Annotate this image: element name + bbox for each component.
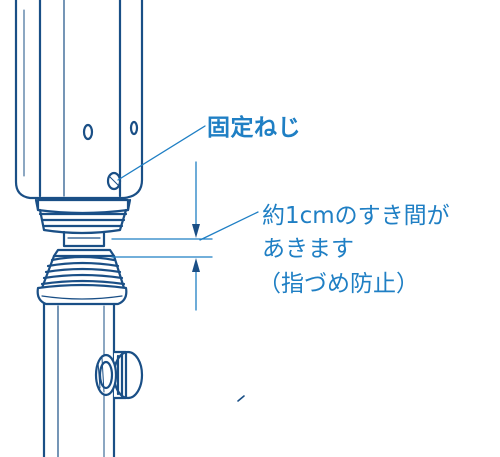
fixing-screw-label: 固定ねじ xyxy=(207,115,301,141)
gap-note-line1: 約1cmのすき間が xyxy=(262,203,450,229)
gap-note-line2: あきます xyxy=(262,236,354,262)
fixing-screw xyxy=(106,171,122,191)
gap-note-line3: （指づめ防止） xyxy=(258,271,419,297)
upper-collar xyxy=(34,198,132,235)
collar-ring xyxy=(36,283,128,306)
upper-tube xyxy=(14,0,144,200)
lower-collar xyxy=(40,248,126,290)
gap-leader-line xyxy=(199,211,259,241)
arrow-down-icon xyxy=(192,224,200,238)
screw-leader-line xyxy=(117,125,206,181)
gap-neck xyxy=(62,230,106,248)
arrow-up-icon xyxy=(192,258,200,272)
side-knob xyxy=(94,350,144,400)
